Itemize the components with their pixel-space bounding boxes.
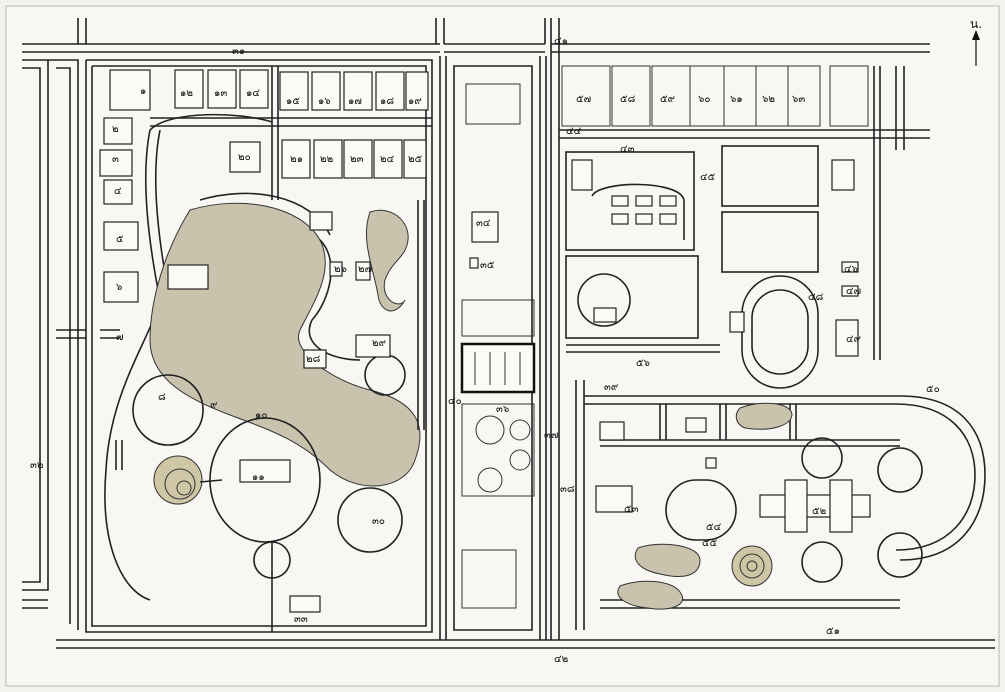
- main-lake: [149, 202, 421, 487]
- label-29: ๒๙: [372, 338, 386, 349]
- label-55: ๕๕: [702, 538, 718, 549]
- label-26: ๒๖: [334, 264, 347, 275]
- label-34: ๓๔: [476, 218, 491, 229]
- label-19: ๑๙: [408, 96, 422, 107]
- label-60: ๖๐: [698, 94, 710, 105]
- label-43: ๔๓: [620, 144, 635, 155]
- label-31: ๓๑: [232, 46, 245, 57]
- label-32: ๓๒: [30, 460, 43, 471]
- label-63: ๖๓: [792, 94, 805, 105]
- cross-shaped-building: [759, 479, 871, 533]
- central-oval: [209, 417, 321, 543]
- label-28: ๒๘: [306, 354, 321, 365]
- house-row-top: [109, 69, 429, 111]
- label-35: ๓๕: [480, 260, 495, 271]
- label-9: ๙: [210, 400, 217, 411]
- label-44: ๔๔: [566, 126, 582, 137]
- label-46: ๔๖: [844, 264, 858, 275]
- spiral-pond: [153, 455, 203, 505]
- label-23: ๒๓: [350, 154, 364, 165]
- label-45: ๔๕: [700, 172, 716, 183]
- right-upper: [559, 65, 930, 389]
- right-lower: [575, 380, 986, 630]
- house-row-second: [229, 139, 427, 179]
- label-15: ๑๕: [286, 96, 300, 107]
- label-47: ๔๗: [846, 286, 861, 297]
- label-10: ๑๐: [255, 410, 267, 421]
- label-38: ๓๘: [560, 484, 575, 495]
- inner-compound: [565, 151, 695, 251]
- label-17: ๑๗: [348, 96, 362, 107]
- map-labels: ๑ ๒ ๓ ๔ ๕ ๖ ๗ ๘ ๙ ๑๐ ๑๑ ๑๒ ๑๓ ๑๔ ๑๕ ๑๖ ๑…: [30, 36, 940, 665]
- label-51: ๕๑: [826, 626, 840, 637]
- label-59: ๕๙: [660, 94, 675, 105]
- spiral-garden: [731, 545, 773, 587]
- pond-north: [366, 209, 409, 312]
- label-39: ๓๙: [604, 382, 618, 393]
- pond-south: [634, 543, 701, 577]
- label-27: ๒๗: [358, 264, 372, 275]
- label-20: ๒๐: [238, 152, 251, 163]
- label-40: ๔๐: [448, 396, 462, 407]
- label-4: ๔: [114, 186, 122, 197]
- label-18: ๑๘: [380, 96, 394, 107]
- label-36: ๓๖: [496, 404, 509, 415]
- label-53: ๕๓: [624, 504, 639, 515]
- label-5: ๕: [116, 234, 124, 245]
- label-12: ๑๒: [180, 88, 193, 99]
- label-33: ๓๓: [294, 614, 308, 625]
- pond-south-east: [735, 402, 793, 430]
- label-25: ๒๕: [408, 154, 423, 165]
- label-2: ๒: [112, 124, 119, 135]
- label-21: ๒๑: [290, 154, 303, 165]
- house-column-left: [99, 117, 139, 303]
- label-50: ๕๐: [926, 384, 940, 395]
- label-58: ๕๘: [620, 94, 636, 105]
- label-7: ๗: [116, 332, 124, 343]
- left-garden: [99, 66, 432, 632]
- label-41: ๔๑: [554, 36, 568, 47]
- label-42: ๔๒: [554, 654, 568, 665]
- pond-south-west: [617, 580, 683, 610]
- label-8: ๘: [158, 392, 166, 403]
- north-label: น.: [970, 17, 982, 31]
- label-3: ๓: [112, 154, 119, 165]
- label-49: ๔๙: [846, 334, 861, 345]
- building-33: [239, 459, 291, 483]
- label-24: ๒๔: [380, 154, 395, 165]
- label-52: ๕๒: [812, 506, 826, 517]
- label-13: ๑๓: [214, 88, 227, 99]
- north-arrow: น.: [970, 17, 982, 66]
- numbered-plots: [561, 65, 869, 127]
- label-62: ๖๒: [762, 94, 775, 105]
- walled-compound: [460, 342, 536, 394]
- label-30: ๓๐: [372, 516, 385, 527]
- label-57: ๕๗: [576, 94, 591, 105]
- label-48: ๔๘: [808, 292, 824, 303]
- label-22: ๒๒: [320, 154, 333, 165]
- outer-roads: [22, 18, 995, 649]
- label-6: ๖: [116, 282, 122, 293]
- label-54: ๕๔: [706, 522, 722, 533]
- label-37: ๓๗: [544, 430, 558, 441]
- label-14: ๑๔: [246, 88, 260, 99]
- label-16: ๑๖: [318, 96, 331, 107]
- label-56: ๕๖: [636, 358, 650, 369]
- label-61: ๖๑: [730, 94, 743, 105]
- label-1: ๑: [140, 86, 146, 97]
- label-11: ๑๑: [252, 472, 265, 483]
- central-strip: [460, 83, 536, 609]
